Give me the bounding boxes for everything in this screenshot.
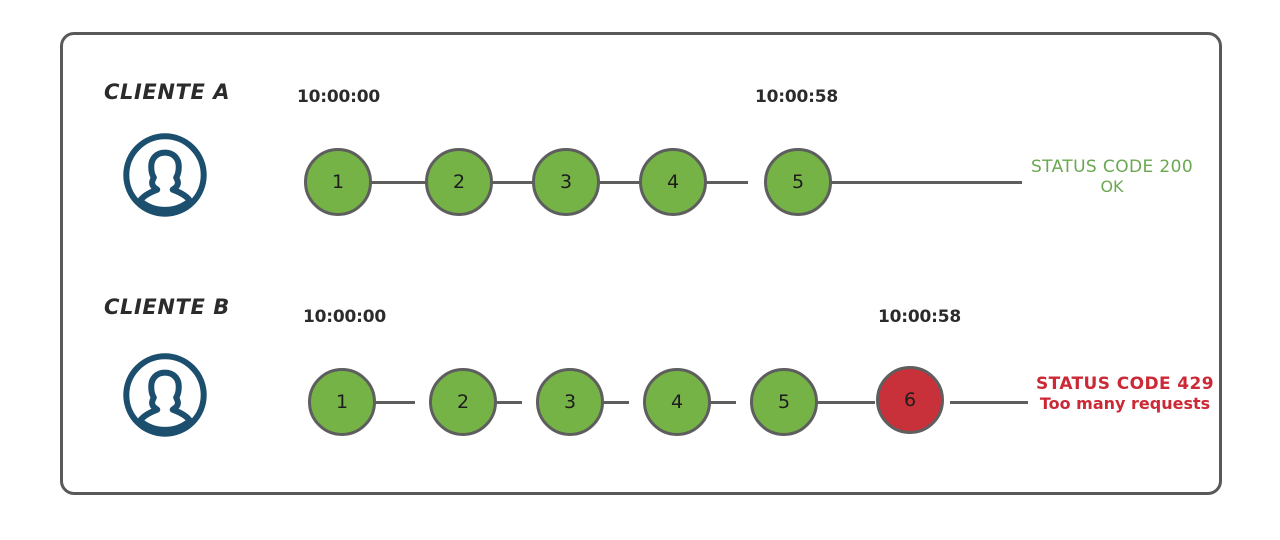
connector-b-4-5: [694, 401, 736, 404]
request-node[interactable]: 5: [750, 368, 818, 436]
request-node[interactable]: 3: [532, 148, 600, 216]
request-node[interactable]: 4: [639, 148, 707, 216]
request-node[interactable]: 2: [429, 368, 497, 436]
diagram-panel: [60, 32, 1222, 495]
client-b-end-time: 10:00:58: [878, 307, 961, 327]
user-avatar-icon: [122, 352, 208, 438]
status-message-text: OK: [1100, 176, 1124, 196]
connector-b-2-3: [480, 401, 522, 404]
connector-a-1-2: [369, 181, 427, 184]
connector-a-3-4: [583, 181, 641, 184]
request-node[interactable]: 1: [308, 368, 376, 436]
request-node[interactable]: 2: [425, 148, 493, 216]
request-node[interactable]: 4: [643, 368, 711, 436]
client-b-start-time: 10:00:00: [303, 307, 386, 327]
client-a-label: CLIENTE A: [104, 80, 231, 104]
status-message-text: Too many requests: [1039, 393, 1211, 413]
request-node[interactable]: 3: [536, 368, 604, 436]
connector-b-3-4: [587, 401, 629, 404]
request-node[interactable]: 5: [764, 148, 832, 216]
client-b-label: CLIENTE B: [104, 295, 230, 319]
client-b-status-badge: STATUS CODE 429 Too many requests: [1026, 374, 1224, 413]
connector-b-5-6: [801, 401, 875, 404]
connector-b-6-status: [950, 401, 1028, 404]
status-code-text: STATUS CODE 429: [1036, 374, 1214, 394]
connector-a-4-5: [690, 181, 748, 184]
connector-a-5-status: [830, 181, 1022, 184]
connector-b-1-2: [373, 401, 415, 404]
request-node-rate-limited[interactable]: 6: [876, 366, 944, 434]
client-a-status-badge: STATUS CODE 200 OK: [1024, 157, 1200, 196]
status-code-text: STATUS CODE 200: [1030, 157, 1194, 177]
connector-a-2-3: [476, 181, 534, 184]
user-avatar-icon: [122, 132, 208, 218]
client-a-start-time: 10:00:00: [297, 87, 380, 107]
request-node[interactable]: 1: [304, 148, 372, 216]
client-a-end-time: 10:00:58: [755, 87, 838, 107]
